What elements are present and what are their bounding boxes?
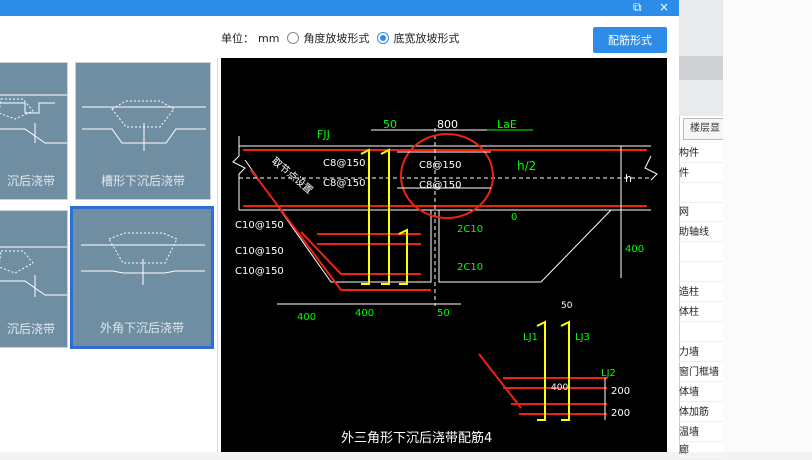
cad-title: 外三角形下沉后浇带配筋4 — [341, 430, 492, 446]
label-lj3: LJ3 — [575, 332, 590, 343]
label-c8-2: C8@150 — [323, 178, 365, 189]
highlight-circle — [400, 133, 494, 219]
side-item[interactable]: 体柱 — [679, 303, 723, 322]
unit-label: 单位： — [221, 32, 254, 45]
label-lj1: LJ1 — [523, 332, 538, 343]
label-400-a: 400 — [297, 312, 316, 323]
label-lj2: LJ2 — [601, 368, 616, 379]
thumbnail-3-diagram — [0, 246, 67, 297]
label-c8-1: C8@150 — [323, 158, 365, 169]
thumbnail-panel: 沉后浇带 槽形下沉后浇带 沉后浇带 — [0, 58, 218, 452]
side-item[interactable]: 体加筋 — [679, 403, 723, 422]
label-2c10-2: 2C10 — [457, 262, 483, 273]
cad-drawing: FJJ 50 800 LaE C8@150 C8@150 C8@150 C8@1… — [232, 118, 658, 446]
label-c8-3: C8@150 — [419, 160, 461, 171]
detail-hook-1 — [536, 320, 546, 421]
thumbnail-2[interactable]: 槽形下沉后浇带 — [75, 62, 211, 200]
label-zero: 0 — [511, 212, 517, 223]
radio-width[interactable] — [377, 32, 390, 44]
label-50-bot: 50 — [437, 308, 450, 319]
side-item[interactable] — [679, 184, 723, 203]
label-400-small: 400 — [551, 383, 568, 393]
unit-row: 单位： mm 角度放坡形式 底宽放坡形式 — [221, 30, 459, 46]
side-item[interactable]: 温墙 — [679, 423, 723, 442]
hook-2 — [380, 148, 390, 285]
label-400-right: 400 — [625, 244, 644, 255]
label-h2: h/2 — [517, 159, 536, 173]
label-400-b: 400 — [355, 308, 374, 319]
label-lae: LaE — [497, 118, 517, 131]
label-c10-1: C10@150 — [235, 220, 284, 231]
side-item[interactable]: 窗门框墙 — [679, 363, 723, 382]
label-800: 800 — [437, 118, 458, 131]
label-c10-3: C10@150 — [235, 266, 284, 277]
thumbnail-4-caption: 外角下沉后浇带 — [99, 321, 184, 335]
side-item[interactable] — [679, 263, 723, 282]
thumbnail-2-diagram — [82, 100, 206, 151]
tab-floor-display[interactable]: 楼层显 — [683, 118, 725, 140]
right-strip-toolbar — [679, 56, 723, 80]
side-item[interactable] — [679, 323, 723, 342]
break-right — [644, 155, 658, 181]
option-angle-label[interactable]: 角度放坡形式 — [303, 32, 370, 45]
detail-slope — [478, 353, 522, 409]
hook-1 — [360, 148, 370, 285]
label-c8-4: C8@150 — [419, 180, 461, 191]
config-dialog: ⧉ × 单位： mm 角度放坡形式 底宽放坡形式 配筋形式 沉后浇带 — [0, 0, 679, 452]
thumbnail-2-caption: 槽形下沉后浇带 — [100, 174, 185, 188]
side-item[interactable]: 廊 — [679, 441, 723, 460]
radio-angle[interactable] — [287, 32, 300, 44]
label-slope-note: 取节点设置 — [269, 155, 315, 196]
label-h: h — [625, 172, 632, 185]
hook-3 — [398, 228, 408, 285]
side-item[interactable]: 力墙 — [679, 343, 723, 362]
side-item[interactable]: 构件 — [679, 144, 723, 163]
option-width-label[interactable]: 底宽放坡形式 — [393, 32, 460, 45]
property-panel — [679, 116, 723, 452]
sunk-outline-right — [438, 209, 612, 283]
sunk-rebar-inner — [300, 231, 421, 275]
cad-preview: FJJ 50 800 LaE C8@150 C8@150 C8@150 C8@1… — [221, 58, 667, 452]
break-left — [232, 136, 246, 210]
close-icon[interactable]: × — [659, 0, 670, 14]
restore-icon[interactable]: ⧉ — [633, 0, 642, 14]
thumbnail-4-diagram — [81, 232, 205, 285]
label-200-b: 200 — [611, 408, 630, 419]
label-200-a: 200 — [611, 386, 630, 397]
sunk-rebar-outer — [250, 169, 431, 291]
thumbnail-3[interactable]: 沉后浇带 — [0, 210, 68, 348]
titlebar: ⧉ × — [0, 0, 679, 16]
detail-hook-2 — [560, 320, 570, 421]
thumbnail-1-caption: 沉后浇带 — [6, 174, 55, 188]
thumbnail-3-caption: 沉后浇带 — [6, 322, 55, 336]
thumbnail-1[interactable]: 沉后浇带 — [0, 62, 68, 200]
label-c10-2: C10@150 — [235, 246, 284, 257]
unit-value: mm — [258, 31, 280, 45]
side-item[interactable]: 体墙 — [679, 383, 723, 402]
side-item[interactable]: 助轴线 — [679, 223, 723, 242]
side-item[interactable]: 造柱 — [679, 283, 723, 302]
right-empty-area — [723, 0, 812, 452]
side-item[interactable]: 件 — [679, 164, 723, 183]
side-item[interactable]: 网 — [679, 203, 723, 222]
thumbnail-1-diagram — [0, 94, 67, 144]
toolbar: 单位： mm 角度放坡形式 底宽放坡形式 配筋形式 — [0, 16, 679, 58]
config-form-button[interactable]: 配筋形式 — [593, 27, 667, 53]
label-50-top: 50 — [383, 118, 397, 131]
label-50-small: 50 — [561, 301, 573, 311]
side-item[interactable] — [679, 243, 723, 262]
label-2c10-1: 2C10 — [457, 224, 483, 235]
thumbnail-4[interactable]: 外角下沉后浇带 — [70, 206, 214, 349]
label-fjj: FJJ — [317, 128, 330, 141]
